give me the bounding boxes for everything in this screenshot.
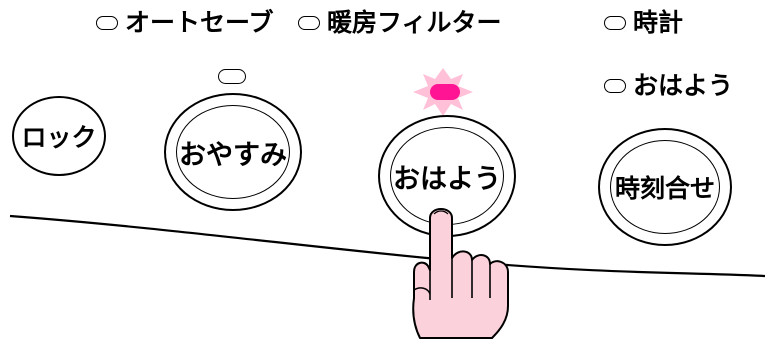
clock-indicator-lamp bbox=[604, 15, 626, 30]
oyasumi-button[interactable]: おやすみ bbox=[164, 93, 302, 211]
clock-set-button-label: 時刻合せ bbox=[614, 174, 715, 203]
clock-set-button-inner-ring bbox=[610, 140, 720, 234]
autosave-indicator-lamp bbox=[96, 15, 118, 30]
oyasumi-lamp bbox=[218, 69, 246, 84]
lock-button[interactable]: ロック bbox=[12, 96, 106, 176]
indicator-clock: 時計 bbox=[604, 10, 683, 35]
autosave-label: オートセーブ bbox=[125, 8, 274, 37]
clock-label: 時計 bbox=[633, 8, 684, 37]
ohayou-indicator-lamp bbox=[604, 78, 626, 93]
clock-set-button[interactable]: 時刻合せ bbox=[598, 128, 732, 246]
ohayou-indicator-label: おはよう bbox=[633, 71, 734, 100]
oyasumi-button-inner-ring bbox=[176, 105, 290, 199]
indicator-autosave: オートセーブ bbox=[96, 10, 274, 35]
lock-button-label: ロック bbox=[21, 123, 97, 152]
ohayou-button-label: おはよう bbox=[393, 163, 501, 195]
filter-label: 暖房フィルター bbox=[327, 8, 502, 37]
ohayou-lamp-lit bbox=[430, 84, 460, 100]
indicator-ohayou: おはよう bbox=[604, 73, 733, 98]
indicator-filter: 暖房フィルター bbox=[298, 10, 502, 35]
filter-indicator-lamp bbox=[298, 15, 320, 30]
oyasumi-button-label: おやすみ bbox=[179, 139, 287, 171]
